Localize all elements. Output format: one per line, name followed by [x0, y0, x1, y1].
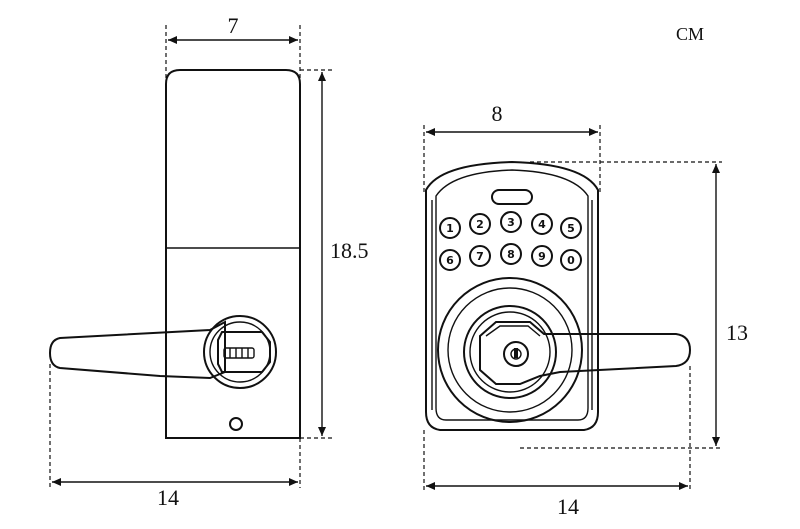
svg-text:6: 6 [446, 254, 454, 267]
side-lever [48, 320, 226, 380]
front-height-label: 13 [726, 320, 748, 345]
svg-text:7: 7 [476, 250, 484, 263]
keypad: 1 2 3 4 5 6 7 8 9 0 [439, 211, 582, 271]
front-escutcheon-outer [425, 160, 599, 431]
svg-text:9: 9 [538, 250, 546, 263]
svg-text:3: 3 [507, 216, 515, 229]
keypad-key[interactable] [531, 245, 553, 267]
front-width-label: 8 [492, 101, 503, 126]
keypad-key[interactable] [500, 211, 522, 233]
side-screw [229, 417, 243, 431]
side-view: 7 18.5 14 [48, 13, 369, 510]
keypad-key[interactable] [439, 249, 461, 271]
side-lever-length-label: 14 [157, 485, 179, 510]
svg-text:8: 8 [507, 248, 515, 261]
svg-text:1: 1 [446, 222, 454, 235]
keypad-key[interactable] [500, 243, 522, 265]
front-rose-inner [463, 305, 557, 399]
svg-text:5: 5 [567, 222, 575, 235]
side-width-label: 7 [228, 13, 239, 38]
front-sensor-window [491, 189, 533, 205]
side-hub [217, 331, 271, 373]
keypad-key[interactable] [469, 245, 491, 267]
keypad-key[interactable] [469, 213, 491, 235]
front-lever-length-label: 14 [557, 494, 579, 519]
key-slot [514, 348, 518, 358]
keypad-key[interactable] [531, 213, 553, 235]
svg-text:0: 0 [567, 254, 575, 267]
keypad-key[interactable] [439, 217, 461, 239]
svg-text:4: 4 [538, 218, 546, 231]
svg-text:2: 2 [476, 218, 484, 231]
front-escutcheon-inner [435, 169, 589, 421]
front-view: 8 1 2 3 4 5 6 7 8 9 [423, 101, 748, 519]
side-height-label: 18.5 [330, 238, 369, 263]
front-rose-outer [437, 277, 583, 423]
front-rose-middle [447, 287, 573, 413]
side-rose-outer [203, 315, 277, 389]
front-lever [479, 321, 692, 385]
side-thumb-turn [223, 347, 255, 359]
side-body-outline [165, 69, 301, 439]
keypad-key[interactable] [560, 217, 582, 239]
unit-label: CM [676, 24, 704, 44]
key-cylinder [503, 341, 529, 367]
keypad-key[interactable] [560, 249, 582, 271]
